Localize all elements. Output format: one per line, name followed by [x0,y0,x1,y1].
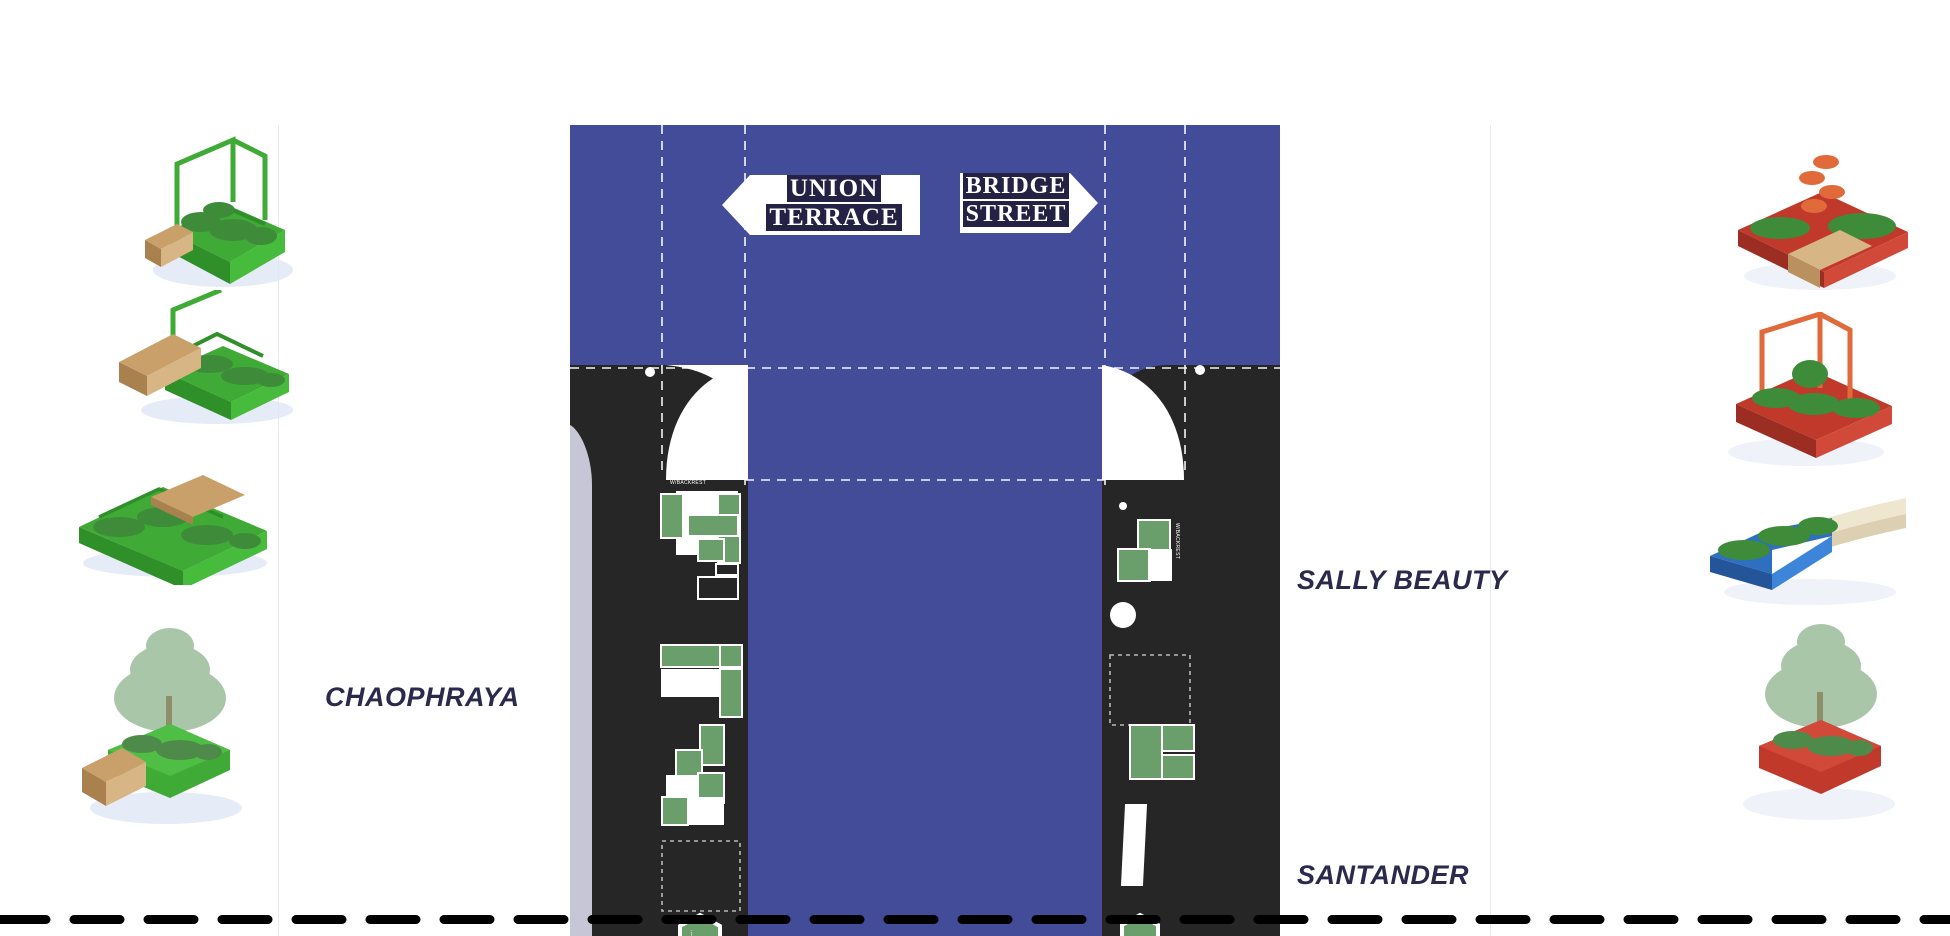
planter-side-left [1710,556,1772,590]
bench-wood [151,475,245,525]
planting-mass [1773,731,1873,756]
planter-side-right [1816,406,1892,458]
planter-red-hex-tree[interactable] [1715,618,1925,828]
bench-wood [145,224,193,267]
sign-bridge-line2: STREET [962,201,1070,227]
planter-side-left [79,527,183,585]
sign-union-line1: UNION [786,175,882,202]
sign-bridge-line1: BRIDGE [962,173,1070,199]
site-plan[interactable]: UNION TERRACE BRIDGE STREET W/BACKREST W… [570,125,1280,936]
planter-shadow [1743,788,1895,820]
bench-curved-top [1828,498,1906,534]
planter-symbol-3 [661,724,725,826]
brand-label-chaophraya: CHAOPHRAYA [325,682,520,712]
kerb-dot-left [645,367,655,377]
planter-green-pergola-bench[interactable] [115,112,315,292]
annotation-backrest-right: W/BACKREST [1174,523,1180,560]
bottom-dashed-rule [0,915,1950,924]
planter-green-long-bench[interactable] [105,290,315,430]
bollard-right [1110,602,1136,628]
dot-right [1119,502,1127,510]
road-right [1102,365,1280,936]
tree-hex-left [678,912,722,936]
pergola-frame-right [1818,312,1853,400]
planter-side-right [1824,232,1908,288]
planter-green-wide-trellis[interactable] [55,455,285,585]
planter-side-right [1772,536,1832,590]
bench-wood [82,748,146,806]
planter-red-pergola[interactable] [1710,312,1910,472]
planter-shadow [90,792,242,824]
sign-bridge-street-text: BRIDGE STREET [956,173,1076,227]
stacked-pots [1799,155,1845,213]
planter-top [1738,192,1908,272]
curved-bench-right [1120,804,1148,886]
brand-label-sally-beauty: SALLY BEAUTY [1297,565,1508,595]
zone-box-right [1109,654,1191,726]
planter-symbols-right [1109,502,1195,936]
zone-box-left [661,840,741,912]
bench-curved-side [1828,514,1906,548]
planter-green-hex-tree[interactable] [62,620,272,830]
sign-union-terrace-text: UNION TERRACE [746,175,922,231]
planter-side-left [165,372,231,420]
planter-side-left [1736,404,1816,458]
pergola-frame-left [174,136,236,230]
guide-line-right [1490,125,1491,936]
annotation-backrest-left: W/BACKREST [670,480,707,486]
planting-mass [181,202,277,245]
road-right-white-fan [1102,365,1184,480]
planter-top [79,487,267,571]
planting-mass [1718,517,1838,560]
sign-union-line2: TERRACE [766,204,902,231]
planter-symbol-1 [660,491,741,600]
planter-red-stacked-pots[interactable] [1722,148,1922,298]
planter-symbols-left [660,491,743,936]
annotation-info: i [690,928,694,936]
planter-blue-curved-bench[interactable] [1700,478,1915,613]
planting-mass [1752,360,1880,418]
planting-mass [122,735,222,760]
guide-line-left [278,125,279,936]
kerb-left [570,425,592,936]
bench-wood [1788,230,1872,288]
brand-label-santander: SANTANDER [1297,860,1469,890]
kerb-dot-right [1195,365,1205,375]
pergola-frame-left [1759,312,1823,402]
planter-side-right [230,230,285,284]
pergola-frame-right [231,137,268,220]
road-left-white-fan [666,365,748,480]
planter-symbol-2 [660,644,743,718]
setting-out-grid [570,125,1280,485]
bench-wood [119,334,201,396]
